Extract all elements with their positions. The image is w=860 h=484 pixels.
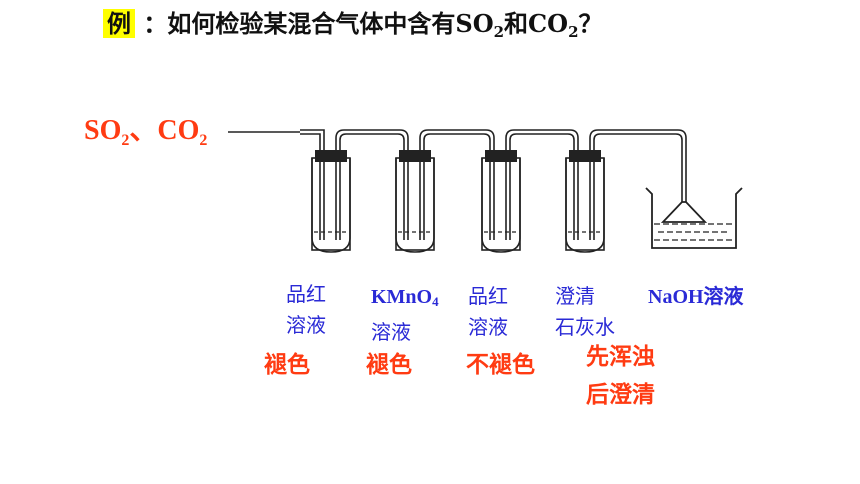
title-sub-1: 2 [493,23,505,41]
tube-body-3 [481,158,521,253]
observation-3: 不褪色 [466,346,535,384]
beaker-body [645,187,743,249]
reagent-1: 品红 溶液 [286,279,326,341]
reagent-1-line2: 溶液 [286,313,326,337]
stopper-1 [315,150,347,162]
reagent-2-formula: KMnO [371,286,433,308]
reagent-5: NaOH溶液 [648,282,744,313]
title-text-before: 如何检验某混合气体中含有SO [167,9,494,38]
gas-mixture-label: SO2、CO2 [84,108,207,150]
beaker [645,187,743,249]
gas-so-text: SO [84,115,122,146]
title-text-after: ？ [578,9,603,38]
gas-co-sub: 2 [199,132,208,149]
reagent-1-line1: 品红 [286,282,326,306]
tube-body-2 [395,158,435,253]
question-title: 例 ：如何检验某混合气体中含有SO2和CO2？ [103,4,603,41]
title-text-mid: 和CO [504,9,569,38]
test-tube-4 [565,157,605,251]
test-tubes [311,157,605,251]
reagent-4-line2: 石灰水 [555,315,615,339]
title-separator: ： [143,9,168,38]
observation-2-line1: 褪色 [366,352,412,378]
reagent-2-line2: 溶液 [371,320,411,344]
observation-1: 褪色 [264,346,310,384]
reagent-2-subscript: 4 [432,294,439,309]
inverted-funnel [660,201,708,223]
observation-2: 褪色 [366,346,412,384]
reagent-4: 澄清 石灰水 [555,281,615,343]
title-sub-2: 2 [568,23,579,41]
observation-3-line1: 不褪色 [466,352,535,378]
reagent-5-line1: NaOH溶液 [648,286,744,308]
tube-body-4 [565,158,605,253]
observation-4-line2: 后澄清 [586,382,655,408]
reagent-3-line2: 溶液 [468,315,508,339]
gas-co-text: 、CO [129,115,200,146]
reagent-3: 品红 溶液 [468,281,508,343]
test-tube-2 [395,157,435,251]
tube-body-1 [311,158,351,253]
connector-3-4 [505,129,579,240]
example-tag: 例 [103,9,135,38]
connector-2-3 [419,129,495,240]
stopper-4 [569,150,601,162]
reagent-2: KMnO4 溶液 [371,282,439,348]
inlet-tube [300,129,325,240]
test-tube-1 [311,157,351,251]
stopper-3 [485,150,517,162]
gas-so-sub: 2 [121,132,130,149]
connector-1-2 [335,129,409,240]
reagent-3-line1: 品红 [468,284,508,308]
reagent-4-line1: 澄清 [555,284,595,308]
observation-4-line1: 先浑浊 [586,344,655,370]
stopper-2 [399,150,431,162]
connector-4-beaker [589,129,687,240]
observation-4: 先浑浊 后澄清 [586,338,655,414]
test-tube-3 [481,157,521,251]
observation-1-line1: 褪色 [264,352,310,378]
reagent-2-line1: KMnO4 [371,282,439,317]
